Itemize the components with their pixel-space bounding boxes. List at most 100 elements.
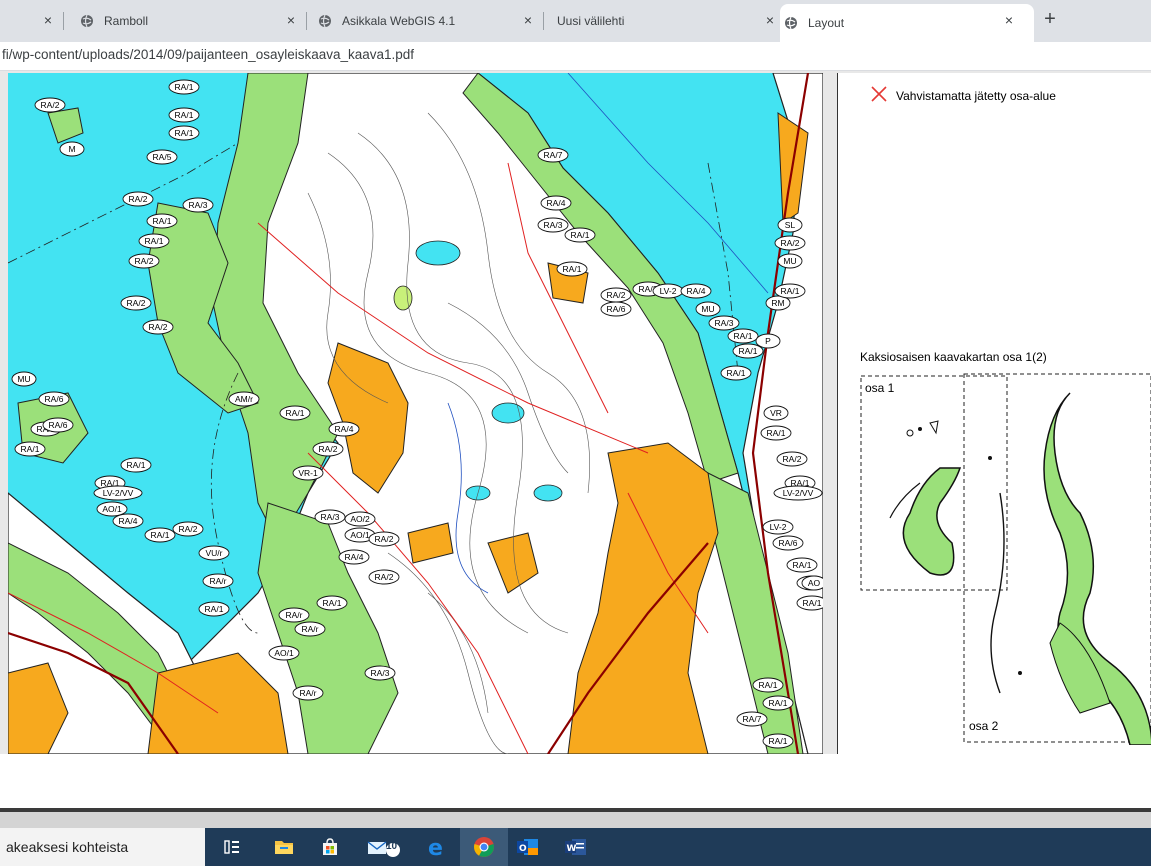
development-area [487,532,539,594]
part2-frame [963,373,1151,743]
zone-label-text: RA/1 [781,286,800,296]
zone-label-text: RA/4 [547,198,566,208]
zone-label-text: RA/1 [175,110,194,120]
zone-label-text: RA/2 [783,454,802,464]
zone-labels: RA/2RA/1RA/1RA/1RA/5RA/2RA/3RA/1RA/1RA/2… [11,79,823,749]
zoning-map-drawing: RA/2RA/1RA/1RA/1RA/5RA/2RA/3RA/1RA/1RA/2… [8,73,823,754]
contour-lines [307,112,590,754]
globe-icon [81,14,93,28]
zone-label-text: RA/7 [743,714,762,724]
zone-label: RA/r [294,621,326,637]
store-icon[interactable] [318,835,342,859]
zone-label-text: RA/1 [769,736,788,746]
mail-icon[interactable]: 10 [364,835,404,859]
url-text[interactable]: fi/wp-content/uploads/2014/09/paijanteen… [2,47,415,62]
zone-label: RA/1 [14,441,46,457]
zone-label: RA/3 [708,315,740,331]
chrome-icon[interactable] [472,835,496,859]
zone-label: RA/3 [364,665,396,681]
zone-label: RA/1 [732,343,764,359]
zone-label: RA/4 [680,283,712,299]
tab-close-icon[interactable]: × [765,12,775,28]
zone-label: AO/2 [344,511,376,527]
zone-label-text: RA/1 [175,128,194,138]
zone-label-text: RA/3 [544,220,563,230]
tab-ramboll[interactable]: Ramboll [80,0,280,42]
zone-label: RA/4 [328,421,360,437]
word-icon[interactable]: W [564,835,588,859]
lake [415,240,461,266]
file-explorer-icon[interactable] [272,835,296,859]
part1-frame [860,375,1008,591]
zone-label-text: RA/6 [45,394,64,404]
zone-label: RA/1 [564,227,596,243]
zone-label-text: MU [783,256,796,266]
zone-label: RM [765,295,791,311]
tab-strip: × Ramboll × Asikkala WebGIS 4.1 × Uusi v… [0,0,1151,42]
zone-label: RA/6 [772,535,804,551]
zone-label-text: RA/2 [129,194,148,204]
zone-label-text: RA/7 [544,150,563,160]
zone-label-text: LV-2 [770,522,787,532]
tab-close-icon[interactable]: × [286,12,296,28]
task-view-icon[interactable] [220,835,244,859]
tab-close-icon[interactable]: × [1004,12,1014,28]
zone-label: RA/2 [368,531,400,547]
inset-part2-label: osa 2 [969,719,999,733]
zone-label: VR-1 [292,465,324,481]
inset-title: Kaksiosaisen kaavakartan osa 1(2) [860,350,1047,364]
zone-label-text: RA/1 [793,560,812,570]
taskbar-search-box[interactable]: akeaksesi kohteista [0,828,205,866]
zone-label-text: RA/1 [127,460,146,470]
zone-label: RA/7 [736,711,768,727]
zone-label-text: RA/2 [607,290,626,300]
zone-label: RA/2 [600,287,632,303]
zone-label-text: RA/2 [41,100,60,110]
zone-label: RA/2 [312,441,344,457]
svg-text:O: O [519,844,527,854]
zone-label: AM/r [228,391,260,407]
zone-label-text: RA/6 [779,538,798,548]
outlook-icon[interactable]: O [516,835,540,859]
edge-icon[interactable]: e [424,835,448,859]
zone-label: RA/1 [168,107,200,123]
zone-label-text: AO [808,578,821,588]
address-bar[interactable]: fi/wp-content/uploads/2014/09/paijanteen… [0,42,1151,71]
new-tab-button[interactable]: + [1044,8,1056,30]
tab-close-icon[interactable]: × [523,12,533,28]
tab-webgis[interactable]: Asikkala WebGIS 4.1 [318,0,518,42]
tab-new-tab[interactable]: Uusi välilehti [557,0,757,42]
inset-shore [902,467,962,576]
zone-label-text: RA/4 [345,552,364,562]
horizontal-scrollbar[interactable] [0,812,1151,828]
zone-label-text: RA/2 [375,534,394,544]
zone-label-text: RA/1 [803,598,822,608]
inset-part1-label: osa 1 [865,381,895,395]
lake [491,402,525,424]
zone-label: RA/r [292,685,324,701]
zone-label-text: RA/3 [189,200,208,210]
zone-label: RA/1 [168,79,200,95]
zone-label-text: RA/1 [101,478,120,488]
zone-label: RA/r [202,573,234,589]
tab-close-icon[interactable]: × [43,12,53,28]
waterways [447,73,769,594]
zone-label-text: RA/1 [571,230,590,240]
tab-label: Ramboll [104,14,149,28]
zone-label-text: RA/2 [375,572,394,582]
zone-label: LV-2 [762,519,794,535]
zone-label-text: RA/2 [781,238,800,248]
zone-label: AO/1 [96,501,128,517]
zone-label-text: RA/2 [127,298,146,308]
zone-label: RA/1 [279,405,311,421]
tab-layout[interactable]: Layout [780,4,1034,42]
viewer-bottom-margin [0,754,1151,808]
tab-label: Asikkala WebGIS 4.1 [342,14,456,28]
development-area [147,652,289,754]
zone-label-text: RA/1 [734,331,753,341]
zone-label: LV-2/VV [773,485,823,501]
zone-label: VR [763,405,789,421]
window-bottom-edge [0,808,1151,812]
inset-map [860,373,1151,745]
zone-label: RA/3 [314,509,346,525]
